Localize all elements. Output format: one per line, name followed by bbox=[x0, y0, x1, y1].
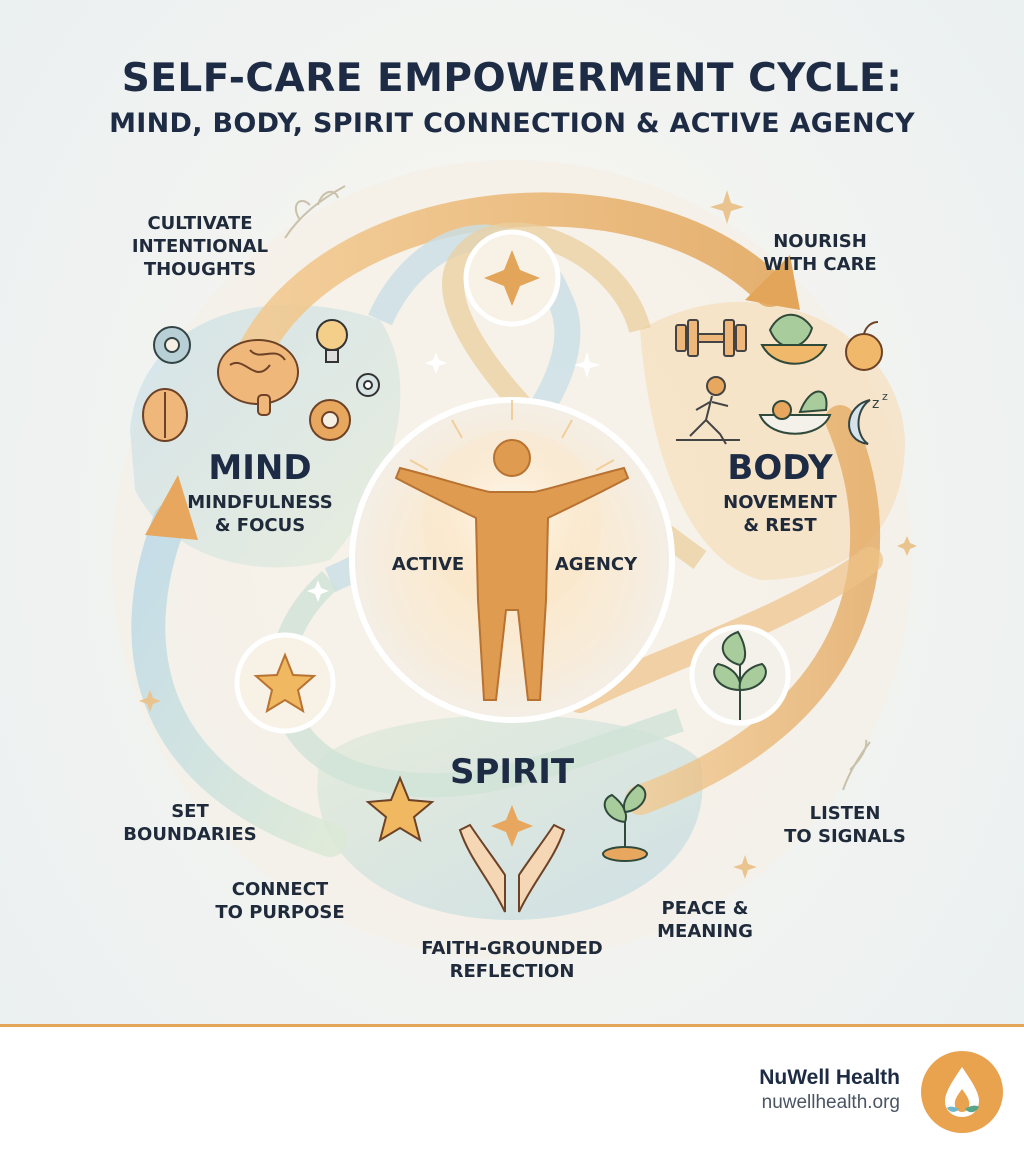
title-line-1: SELF-CARE EMPOWERMENT CYCLE: bbox=[121, 56, 903, 101]
label-boundaries: SET BOUNDARIES bbox=[100, 800, 280, 846]
apple-icon bbox=[845, 321, 883, 371]
label-listen-line-2: TO SIGNALS bbox=[784, 826, 906, 847]
left-arrow-ribbon bbox=[131, 503, 347, 857]
brand-block: NuWell Health nuwellhealth.org bbox=[759, 1066, 900, 1114]
running-person-icon bbox=[676, 376, 740, 445]
dumbbell-icon bbox=[675, 319, 747, 357]
label-connect-line-2: TO PURPOSE bbox=[215, 902, 345, 923]
label-peace: PEACE & MEANING bbox=[630, 897, 780, 943]
label-cultivate-line-2: INTENTIONAL bbox=[131, 236, 269, 257]
footer-divider bbox=[0, 1024, 1024, 1027]
label-connect-line-1: CONNECT bbox=[231, 879, 329, 900]
mind-title: MIND bbox=[208, 448, 312, 488]
leaf-sprig-right-icon bbox=[842, 739, 871, 791]
spirit-sparkle-icon bbox=[491, 805, 533, 847]
spirit-title: SPIRIT bbox=[449, 752, 575, 792]
label-cultivate-line-1: CULTIVATE bbox=[147, 213, 253, 234]
svg-text:z: z bbox=[882, 390, 888, 403]
title-line-2: MIND, BODY, SPIRIT CONNECTION & ACTIVE A… bbox=[109, 108, 915, 139]
moon-sleep-icon: z z bbox=[848, 390, 888, 445]
label-listen: LISTEN TO SIGNALS bbox=[760, 802, 930, 848]
label-peace-line-1: PEACE & bbox=[661, 898, 749, 919]
white-sparkles bbox=[307, 352, 600, 602]
label-cultivate: CULTIVATE INTENTIONAL THOUGHTS bbox=[110, 212, 290, 281]
brand-name: NuWell Health bbox=[759, 1066, 900, 1089]
body-region bbox=[640, 301, 905, 580]
label-listen-line-1: LISTEN bbox=[809, 803, 881, 824]
label-boundaries-line-2: BOUNDARIES bbox=[123, 824, 257, 845]
body-title: BODY bbox=[727, 448, 833, 488]
label-cultivate-line-3: THOUGHTS bbox=[143, 259, 257, 280]
svg-text:z: z bbox=[872, 396, 879, 412]
top-arrow-head bbox=[745, 255, 800, 310]
lightbulb-icon bbox=[316, 319, 348, 363]
label-faith-line-2: REFLECTION bbox=[449, 961, 575, 982]
brand-url[interactable]: nuwellhealth.org bbox=[761, 1092, 900, 1113]
left-arrow-head bbox=[145, 475, 198, 540]
label-faith-line-1: FAITH-GROUNDED bbox=[421, 938, 603, 959]
human-figure-icon bbox=[394, 439, 630, 701]
mind-subtitle-2: & FOCUS bbox=[214, 515, 306, 536]
brand-logo-icon bbox=[921, 1051, 1003, 1133]
label-nourish: NOURISH WITH CARE bbox=[740, 230, 900, 276]
right-arrow-ribbon bbox=[625, 405, 880, 815]
label-boundaries-line-1: SET bbox=[171, 801, 209, 822]
mind-subtitle-1: MINDFULNESS bbox=[187, 492, 333, 513]
star-icon bbox=[253, 652, 317, 714]
body-subtitle-1: NOVEMENT bbox=[723, 492, 837, 513]
cycle-artwork: z z bbox=[112, 160, 917, 960]
brain-icon bbox=[217, 339, 299, 416]
label-connect: CONNECT TO PURPOSE bbox=[190, 878, 370, 924]
brain-side-icon bbox=[142, 388, 188, 442]
leaf-icon bbox=[713, 630, 767, 720]
open-hands-icon bbox=[458, 823, 566, 913]
spirit-star-icon bbox=[365, 775, 435, 843]
decorative-sparkles bbox=[139, 190, 917, 879]
center-label-active: ACTIVE bbox=[391, 554, 465, 575]
leaf-sprig-icon bbox=[284, 185, 346, 239]
label-peace-line-2: MEANING bbox=[657, 921, 753, 942]
food-bowl-icon bbox=[760, 313, 828, 365]
body-subtitle-2: & REST bbox=[743, 515, 817, 536]
center-rays bbox=[409, 400, 615, 471]
top-arrow-ribbon bbox=[233, 192, 787, 377]
mind-region bbox=[130, 304, 401, 568]
orange-gear-icon bbox=[309, 399, 351, 441]
footer bbox=[0, 1027, 1024, 1154]
vegetables-icon bbox=[758, 390, 832, 435]
small-gear-icon bbox=[356, 373, 380, 397]
label-nourish-line-2: WITH CARE bbox=[763, 254, 877, 275]
label-faith: FAITH-GROUNDED REFLECTION bbox=[397, 937, 627, 983]
sprout-icon bbox=[602, 783, 648, 862]
sparkle-icon bbox=[484, 250, 540, 306]
gear-icon bbox=[153, 326, 191, 364]
label-nourish-line-1: NOURISH bbox=[773, 231, 867, 252]
center-label-agency: AGENCY bbox=[554, 554, 638, 575]
